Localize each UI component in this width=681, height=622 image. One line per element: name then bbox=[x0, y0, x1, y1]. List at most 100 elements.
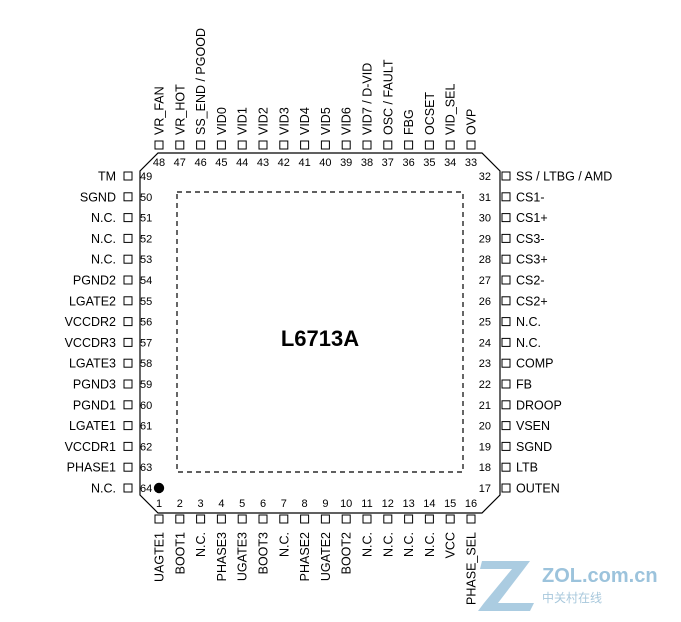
pin-pad bbox=[216, 140, 226, 150]
pin-pad bbox=[154, 140, 164, 150]
pin-pad bbox=[501, 275, 511, 285]
pin-label: LTB bbox=[516, 461, 538, 475]
pin-pad bbox=[466, 140, 476, 150]
watermark-tagline: 中关村在线 bbox=[542, 590, 602, 605]
pin-number: 57 bbox=[140, 337, 152, 349]
pin-number: 44 bbox=[236, 157, 248, 169]
pin-number: 14 bbox=[423, 498, 435, 510]
pin-14: 14N.C. bbox=[423, 498, 437, 557]
pin-number: 19 bbox=[479, 441, 491, 453]
pin-pad bbox=[383, 514, 393, 524]
pin-label: DROOP bbox=[516, 398, 562, 412]
pin-number: 33 bbox=[465, 157, 477, 169]
pin1-marker bbox=[153, 482, 165, 494]
pin-number: 41 bbox=[298, 157, 310, 169]
pin-number: 51 bbox=[140, 213, 152, 225]
pin-pad bbox=[175, 140, 185, 150]
pin-number: 18 bbox=[479, 462, 491, 474]
pin-26: 26 CS2+ bbox=[479, 294, 548, 308]
pin-label: CS2+ bbox=[516, 294, 548, 308]
zol-logo-icon bbox=[478, 561, 534, 611]
pin-41: 41 VID4 bbox=[298, 107, 312, 169]
pin-label: CS1- bbox=[516, 190, 544, 204]
pin-number: 5 bbox=[239, 498, 245, 510]
pin-label: PGND1 bbox=[73, 398, 116, 412]
pin-number: 39 bbox=[340, 157, 352, 169]
pin-pad bbox=[445, 514, 455, 524]
pin-pad bbox=[501, 317, 511, 327]
pin-pad bbox=[123, 233, 133, 243]
pin-number: 12 bbox=[382, 498, 394, 510]
pin-number: 28 bbox=[479, 254, 491, 266]
pin-pad bbox=[237, 140, 247, 150]
pin-pad bbox=[501, 233, 511, 243]
pin-label: VID7 / D-VID bbox=[361, 63, 375, 135]
pin-number: 17 bbox=[479, 483, 491, 495]
pin-number: 30 bbox=[479, 213, 491, 225]
pin-label: VID2 bbox=[257, 107, 271, 135]
pin-pad bbox=[300, 514, 310, 524]
pin-label: N.C. bbox=[516, 315, 541, 329]
pin-pad bbox=[123, 441, 133, 451]
pin-pad bbox=[279, 140, 289, 150]
watermark-site: ZOL.com.cn bbox=[542, 565, 658, 587]
pin-pad bbox=[123, 462, 133, 472]
pin-12: 12N.C. bbox=[381, 498, 395, 557]
pin-pad bbox=[501, 483, 511, 493]
pin-pad bbox=[501, 421, 511, 431]
pin-number: 1 bbox=[156, 498, 162, 510]
pin-pad bbox=[123, 379, 133, 389]
pin-pad bbox=[279, 514, 289, 524]
pin-number: 22 bbox=[479, 379, 491, 391]
pin-label: N.C. bbox=[423, 532, 437, 557]
pin-number: 50 bbox=[140, 192, 152, 204]
pin-number: 48 bbox=[153, 157, 165, 169]
pin-pad bbox=[501, 400, 511, 410]
pin-label: PHASE3 bbox=[215, 532, 229, 581]
pin-label: N.C. bbox=[381, 532, 395, 557]
pin-label: BOOT1 bbox=[173, 532, 187, 574]
pin-pad bbox=[123, 400, 133, 410]
pin-label: CS3+ bbox=[516, 253, 548, 267]
pin-label: SGND bbox=[516, 440, 552, 454]
pin-number: 26 bbox=[479, 296, 491, 308]
pin-label: VID4 bbox=[298, 107, 312, 135]
pin-label: PGND2 bbox=[73, 274, 116, 288]
pin-number: 15 bbox=[444, 498, 456, 510]
pin-pad bbox=[501, 254, 511, 264]
pin-number: 3 bbox=[198, 498, 204, 510]
pin-number: 8 bbox=[302, 498, 308, 510]
pin-pad bbox=[123, 213, 133, 223]
pin-pad bbox=[300, 140, 310, 150]
pin-label: UAGTE1 bbox=[153, 532, 167, 582]
pins-layer: 1UAGTE12BOOT13N.C.4PHASE35UGATE36BOOT37N… bbox=[65, 28, 613, 605]
pin-pad bbox=[501, 192, 511, 202]
pin-pad bbox=[123, 171, 133, 181]
pin-number: 56 bbox=[140, 317, 152, 329]
pin-number: 6 bbox=[260, 498, 266, 510]
pin-number: 4 bbox=[218, 498, 224, 510]
pin-pad bbox=[123, 337, 133, 347]
